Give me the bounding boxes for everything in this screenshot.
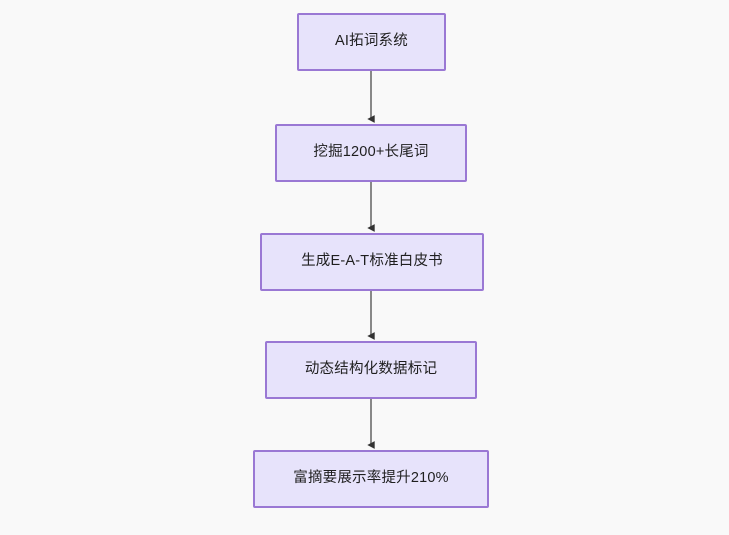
- flowchart-node-ai-keyword-system[interactable]: AI拓词系统: [297, 13, 446, 71]
- flowchart-node-label: 动态结构化数据标记: [304, 361, 438, 378]
- flowchart-node-mine-longtail-keywords[interactable]: 挖掘1200+长尾词: [275, 124, 467, 182]
- flowchart-node-label: 富摘要展示率提升210%: [293, 470, 449, 487]
- flowchart-node-label: 挖掘1200+长尾词: [313, 144, 429, 161]
- flowchart-node-generate-eat-whitepaper[interactable]: 生成E-A-T标准白皮书: [260, 233, 484, 291]
- flowchart-node-dynamic-structured-data-markup[interactable]: 动态结构化数据标记: [265, 341, 477, 399]
- flowchart-node-rich-snippet-rate-increase[interactable]: 富摘要展示率提升210%: [253, 450, 489, 508]
- flowchart-node-label: 生成E-A-T标准白皮书: [301, 253, 443, 270]
- flowchart-node-label: AI拓词系统: [335, 33, 408, 50]
